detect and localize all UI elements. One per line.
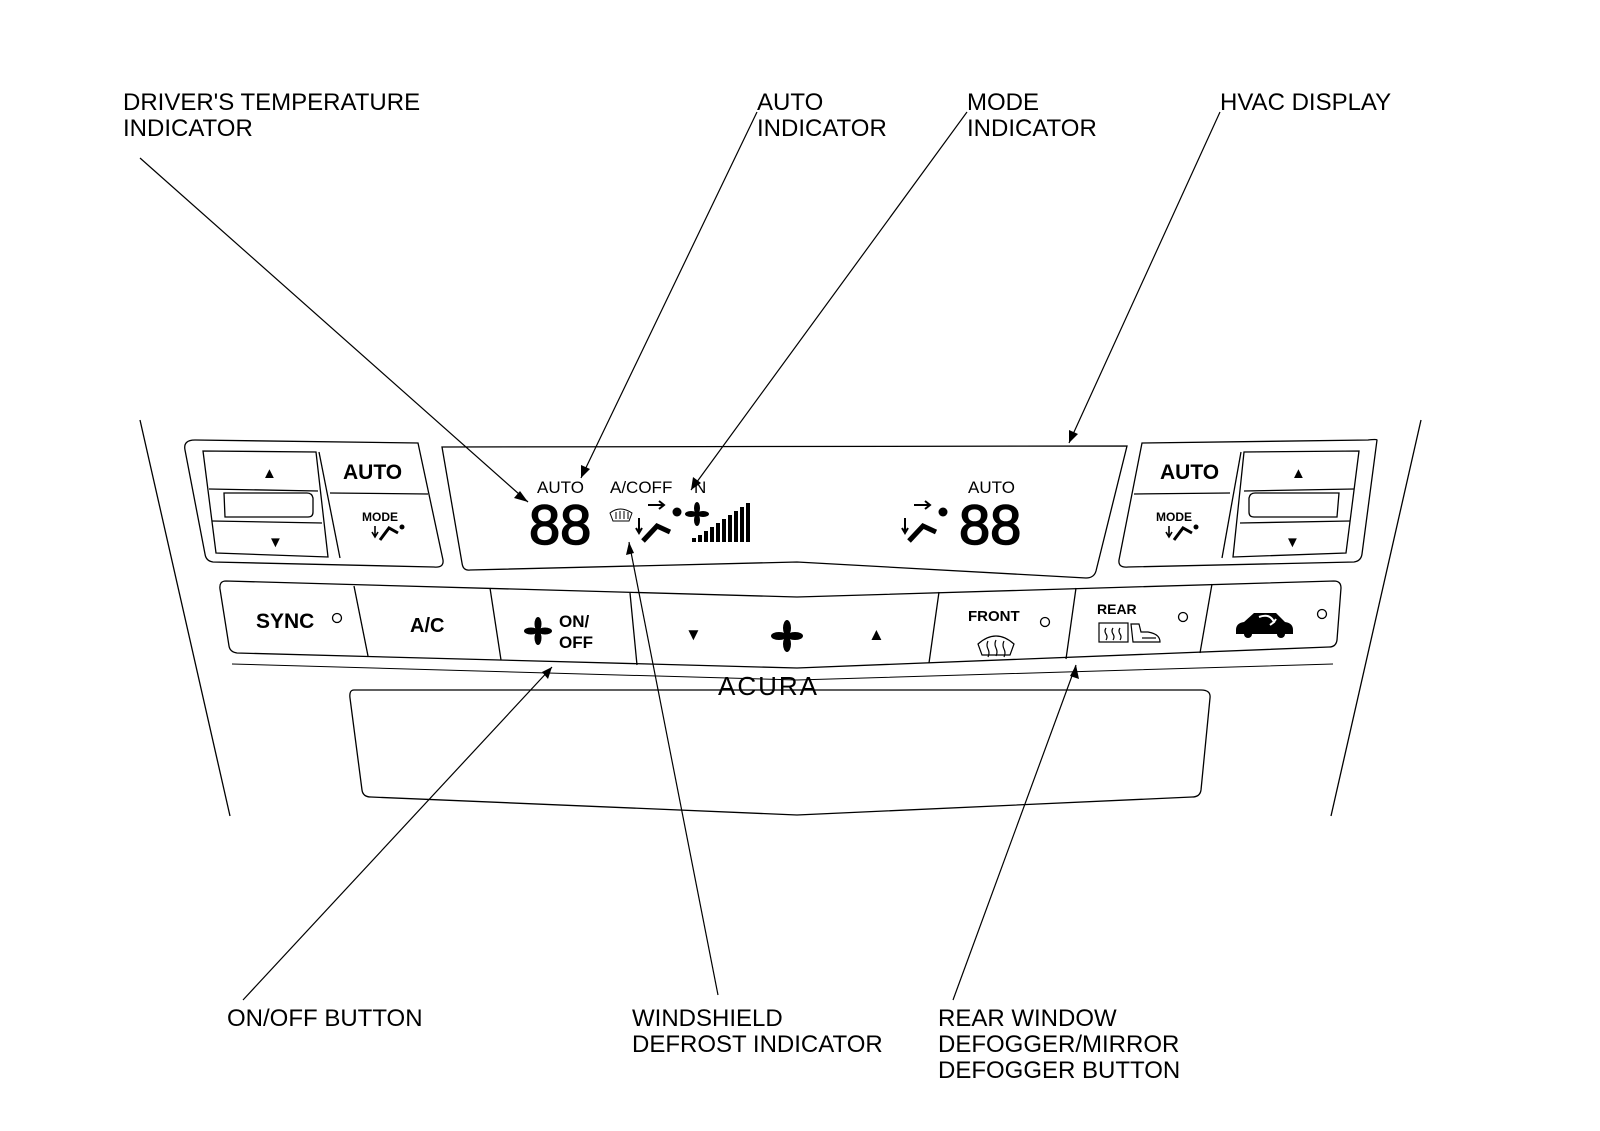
button-bar	[219, 580, 1342, 669]
ac-button[interactable]: A/C	[410, 615, 444, 637]
bezel-left-edge	[139, 419, 231, 817]
display-fan-icon	[685, 502, 709, 526]
drivers-temperature-indicator: 88	[529, 493, 591, 556]
onoff-button-off-label[interactable]: OFF	[559, 633, 593, 652]
right-auto-button[interactable]: AUTO	[1160, 461, 1219, 484]
arrowhead-mode	[691, 477, 701, 490]
left-auto-button[interactable]: AUTO	[343, 461, 402, 484]
fan-down-button[interactable]: ▼	[685, 625, 702, 644]
front-defrost-button-label[interactable]: FRONT	[968, 608, 1020, 625]
callout-hvac-display: HVAC DISPLAY	[1220, 89, 1392, 116]
ac-off-indicator: A/COFF	[610, 478, 672, 497]
mode-indicator-icon	[635, 500, 682, 543]
right-mode-icon	[1165, 524, 1199, 541]
onoff-fan-icon	[524, 617, 552, 645]
arrowhead-windshield	[626, 542, 634, 555]
callout-auto-indicator: AUTO INDICATOR	[757, 89, 887, 142]
passengers-temperature-indicator: 88	[959, 493, 1021, 556]
callout-drivers-temperature-indicator: DRIVER'S TEMPERATURE INDICATOR	[123, 89, 421, 142]
callout-windshield-defrost-indicator: WINDSHIELD DEFROST INDICATOR	[632, 1005, 883, 1058]
left-temp-up-arrow-icon[interactable]: ▲	[262, 465, 277, 482]
right-mode-button-label[interactable]: MODE	[1156, 510, 1192, 524]
right-temp-up-arrow-icon[interactable]: ▲	[1291, 465, 1306, 482]
windshield-defrost-indicator-icon	[609, 508, 633, 522]
left-temp-down-arrow-icon[interactable]: ▼	[268, 534, 283, 551]
front-defrost-icon	[977, 635, 1015, 658]
left-auto-indicator: AUTO	[537, 478, 584, 497]
recirculation-car-icon[interactable]	[1236, 613, 1293, 638]
left-control-pod	[184, 439, 444, 568]
onoff-button-on-label[interactable]: ON/	[559, 612, 590, 631]
acura-brand-logo: ACURA	[718, 671, 819, 701]
callout-mode-indicator: MODE INDICATOR	[967, 89, 1097, 142]
arrowhead-driver-temp	[514, 491, 528, 502]
leader-lines	[139, 111, 1221, 1001]
left-mode-button-label[interactable]: MODE	[362, 510, 398, 524]
rear-defogger-button-label[interactable]: REAR	[1097, 601, 1137, 617]
sync-button[interactable]: SYNC	[256, 610, 314, 633]
right-control-pod	[1118, 438, 1378, 568]
rear-defogger-icon	[1098, 622, 1161, 643]
fan-speed-icon[interactable]	[771, 620, 803, 652]
hvac-display-window	[441, 445, 1128, 579]
right-temp-down-arrow-icon[interactable]: ▼	[1285, 534, 1300, 551]
callout-rear-window-defogger-button: REAR WINDOW DEFOGGER/MIRROR DEFOGGER BUT…	[938, 1005, 1181, 1084]
arrowhead-auto	[581, 465, 590, 478]
bezel-right-edge	[1330, 419, 1422, 817]
arrowhead-onoff	[542, 667, 552, 679]
fan-up-button[interactable]: ▲	[868, 625, 885, 644]
on-indicator-fragment: N	[694, 478, 706, 497]
right-mode-indicator-icon	[901, 500, 948, 543]
left-mode-icon	[371, 524, 405, 541]
lower-panel	[349, 689, 1211, 816]
arrowhead-hvac-display	[1069, 430, 1078, 443]
callout-onoff-button: ON/OFF BUTTON	[227, 1005, 423, 1032]
arrowhead-rear-window	[1070, 665, 1079, 679]
right-auto-indicator: AUTO	[968, 478, 1015, 497]
fan-speed-bars	[692, 503, 750, 542]
